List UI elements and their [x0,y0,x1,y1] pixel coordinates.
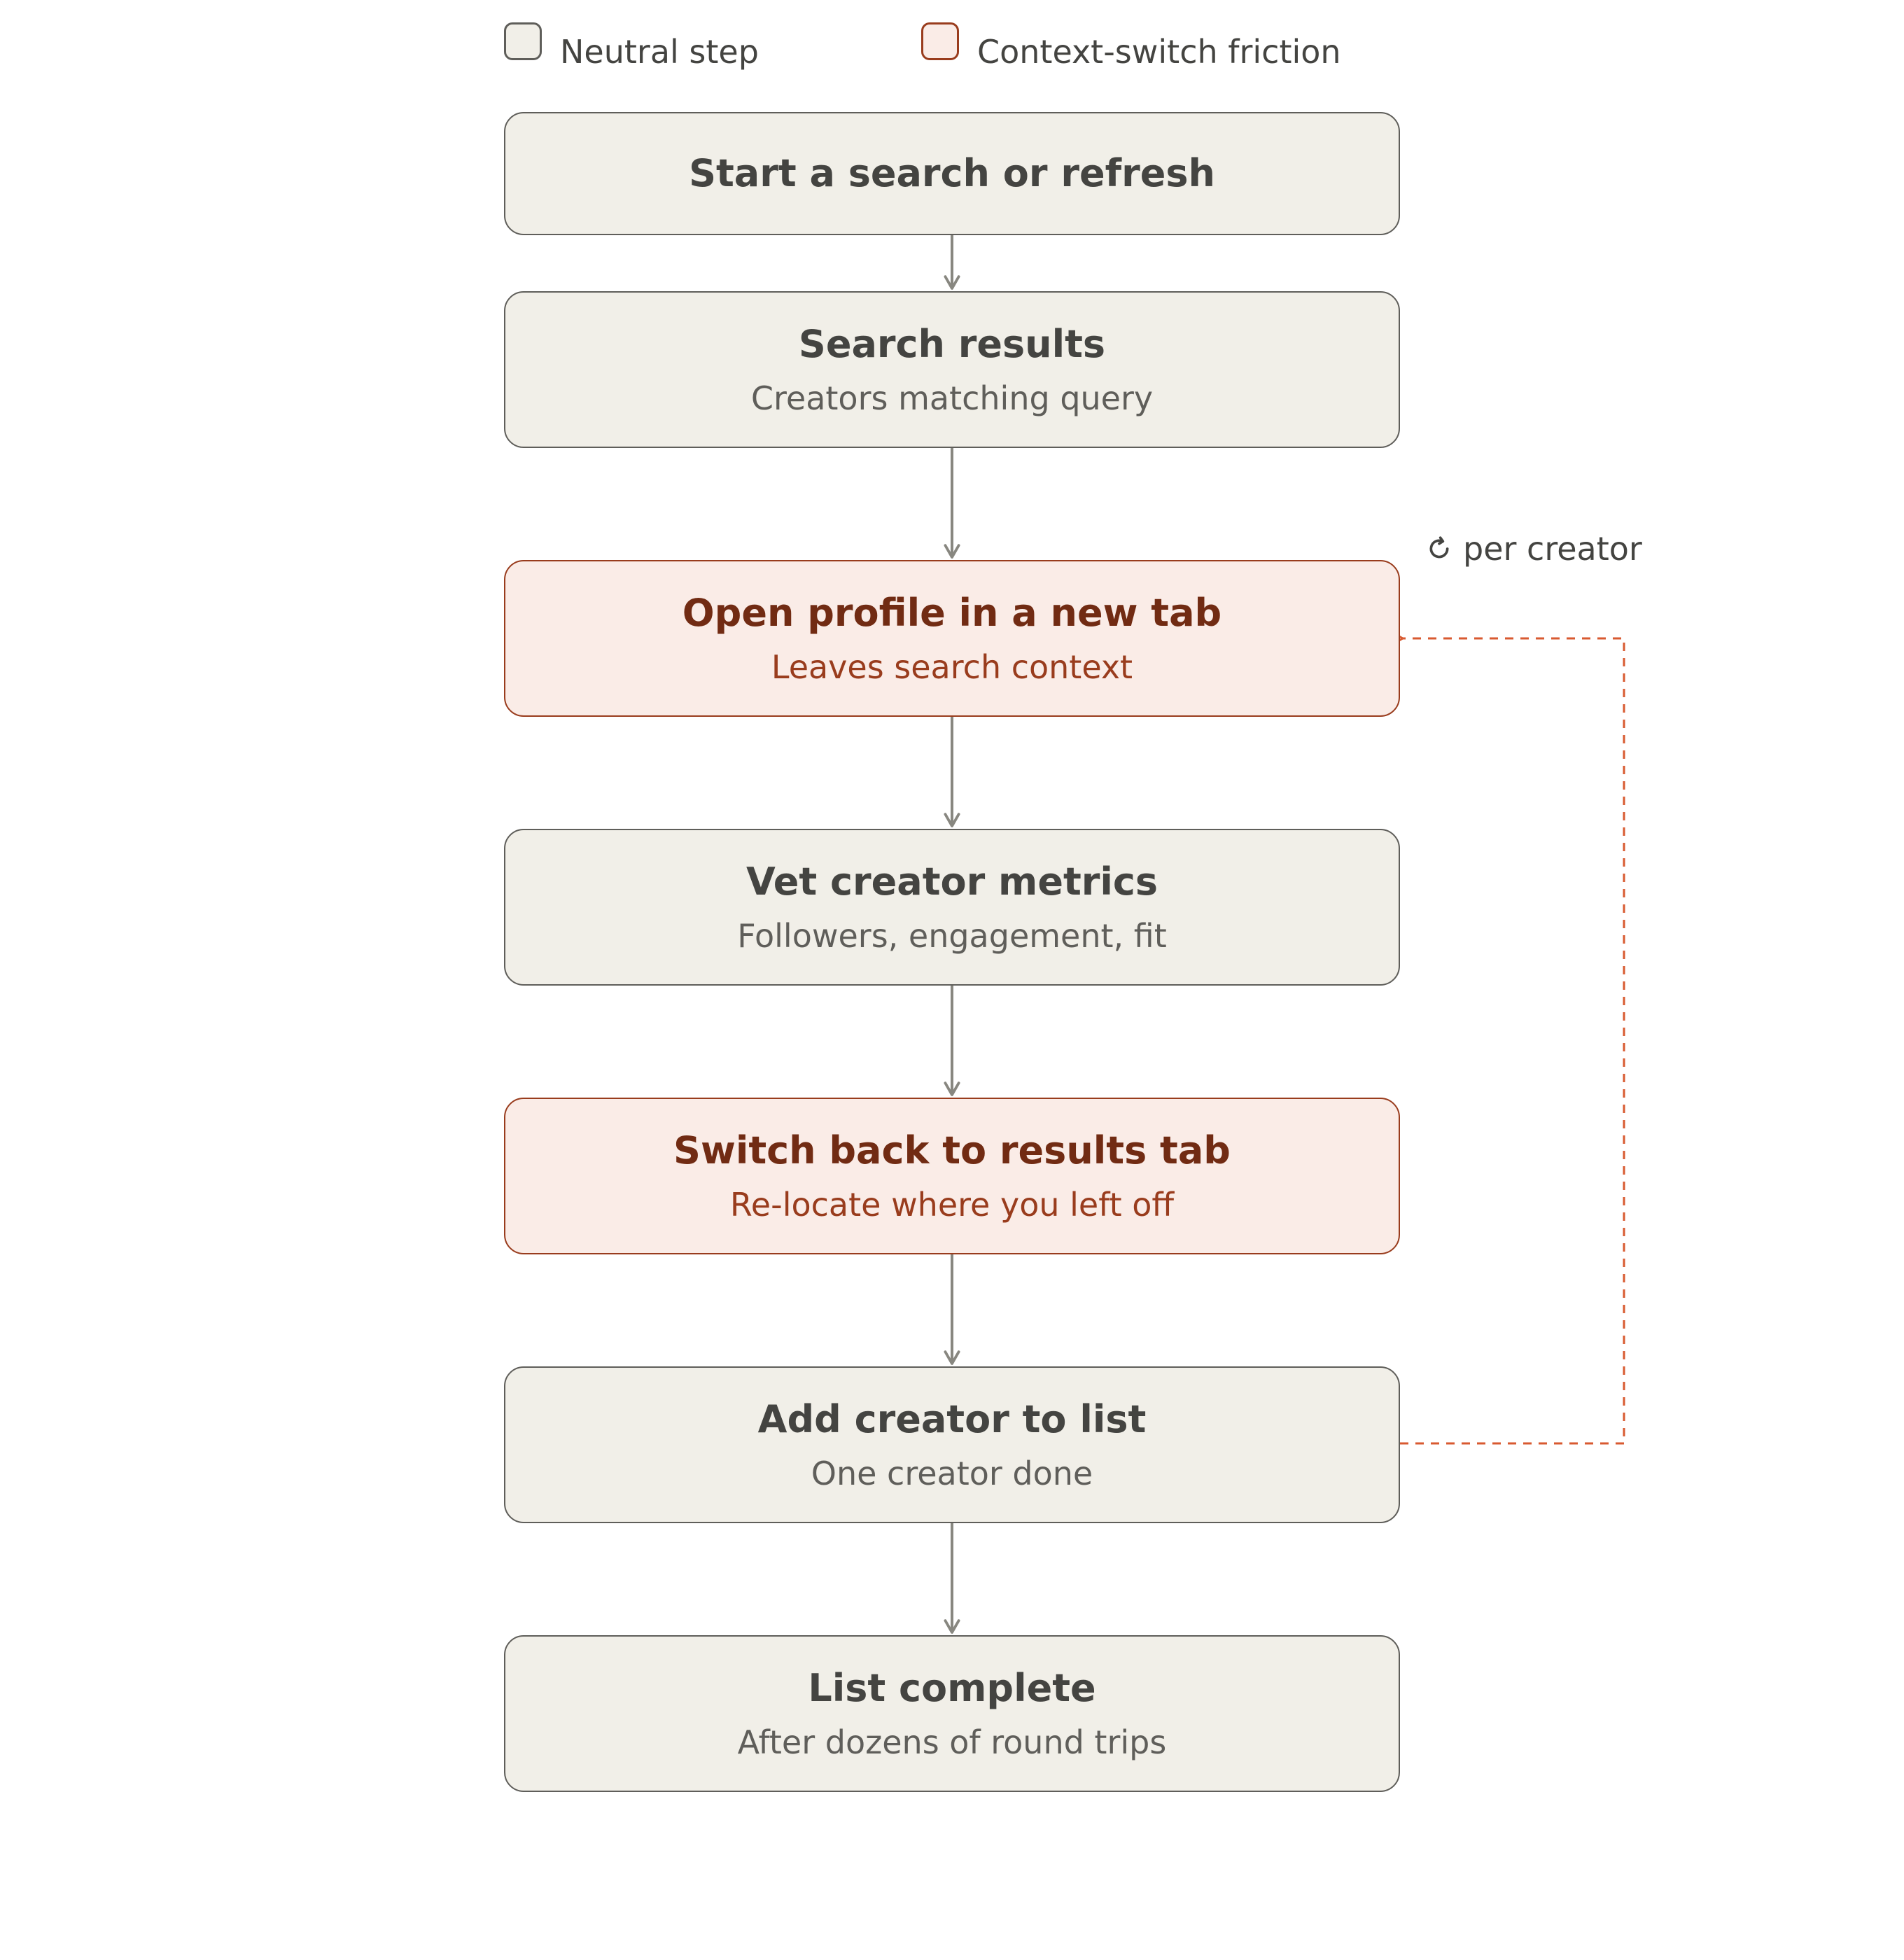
step-title: Search results [798,322,1106,366]
step-switch-back: Switch back to results tab Re-locate whe… [504,1098,1400,1254]
step-subtitle: Creators matching query [750,379,1154,417]
step-subtitle: One creator done [811,1455,1093,1492]
step-subtitle: Leaves search context [771,648,1133,686]
step-list-complete: List complete After dozens of round trip… [504,1635,1400,1792]
step-title: Vet creator metrics [746,860,1158,904]
step-open-profile: Open profile in a new tab Leaves search … [504,560,1400,717]
step-title: Add creator to list [757,1397,1147,1441]
step-subtitle: After dozens of round trips [737,1723,1167,1761]
step-vet-metrics: Vet creator metrics Followers, engagemen… [504,829,1400,986]
step-subtitle: Followers, engagement, fit [737,917,1167,955]
loop-label: per creator [1425,528,1642,570]
legend-neutral-label: Neutral step [560,33,759,71]
legend-neutral-swatch [504,22,542,60]
legend-friction-label: Context-switch friction [977,33,1341,71]
step-start-search: Start a search or refresh [504,112,1400,235]
step-add-to-list: Add creator to list One creator done [504,1366,1400,1523]
step-title: Open profile in a new tab [682,591,1222,635]
step-subtitle: Re-locate where you left off [729,1186,1175,1224]
step-title: Switch back to results tab [673,1128,1231,1172]
step-title: Start a search or refresh [689,151,1215,195]
loop-label-text: per creator [1463,530,1642,568]
loop-back-arrow [1392,632,1625,1445]
step-title: List complete [808,1666,1096,1710]
refresh-icon [1429,536,1449,559]
step-search-results: Search results Creators matching query [504,291,1400,448]
legend-friction-swatch [921,22,959,60]
